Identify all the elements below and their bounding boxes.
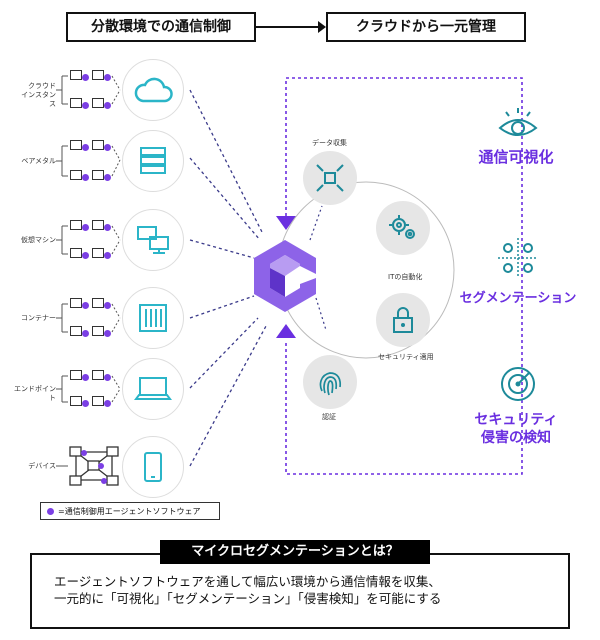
virtual-machine-icon [137,226,169,254]
header-arrow [256,21,326,33]
right-label-segmentation: セグメンテーション [459,291,577,306]
row-label-endpoint: エンドポイント [14,385,56,402]
hub-label-data-collect: データ収集 [312,139,347,147]
radar-icon [501,367,535,401]
legend-dot [47,507,54,515]
baremetal-circle [122,130,184,192]
row-label-device: デバイス [28,462,56,470]
smartphone-icon [144,452,162,482]
hub-security-circle [376,293,430,347]
padlock-icon [393,307,413,333]
eye-icon [498,108,538,136]
cloud-icon [134,77,173,103]
hub-automation-circle [376,201,430,255]
row-label-baremetal: ベアメタル [21,157,56,165]
right-label-breach-detection: セキュリティ侵害の検知 [474,412,558,446]
endpoint-circle [122,358,184,420]
gears-icon [389,215,415,239]
central-platform-logo [254,240,316,312]
row-label-cloud: クラウドインスタンス [21,82,56,108]
explanation-title: マイクロセグメンテーションとは？ [160,540,430,564]
container-icon [139,304,167,332]
hub-label-auth: 認証 [322,413,336,421]
device-circle [122,436,184,498]
vm-circle [122,209,184,271]
hub-label-automation: ITの自動化 [388,273,423,281]
right-label-visualization: 通信可視化 [478,148,554,166]
header-right-title: クラウドから一元管理 [326,12,526,42]
legend: =通信制御用エージェントソフトウェア [40,502,220,520]
container-circle [122,287,184,349]
legend-text: =通信制御用エージェントソフトウェア [58,506,201,516]
arrow-up [276,324,296,338]
fingerprint-icon [319,372,342,396]
arrow-down [276,216,296,230]
row-label-container: コンテナー [21,314,56,322]
explanation-line-2: 一元的に「可視化」「セグメンテーション」「侵害検知」を可能にする [54,591,442,606]
collect-arrows-icon [316,164,344,192]
hub-label-security: セキュリティ適用 [378,353,434,361]
laptop-icon [134,377,172,400]
cloud-instance-circle [122,59,184,121]
explanation-box: エージェントソフトウェアを通して幅広い環境から通信情報を収集、 一元的に「可視化… [30,553,570,629]
server-rack-icon [140,147,166,174]
hub-data-collect-circle [303,151,357,205]
explanation-line-1: エージェントソフトウェアを通して幅広い環境から通信情報を収集、 [54,574,441,589]
header-left-title: 分散環境での通信制御 [66,12,256,42]
row-label-vm: 仮想マシン [21,236,56,244]
hub-auth-circle [303,355,357,409]
segment-dots-icon [498,238,538,278]
